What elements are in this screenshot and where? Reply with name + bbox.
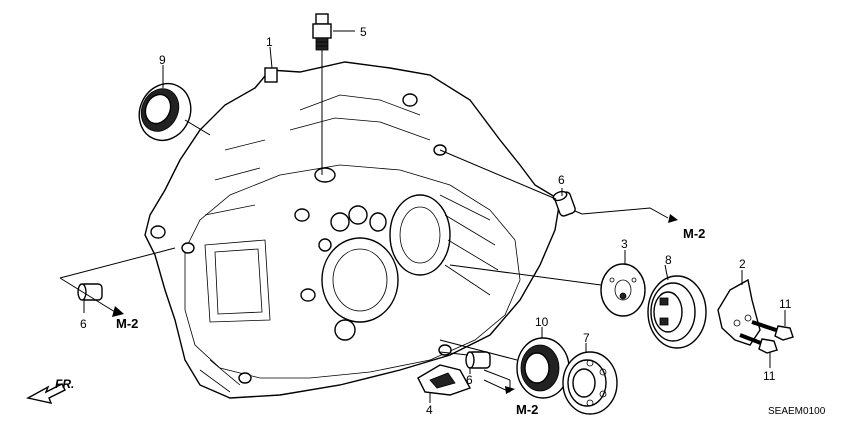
dowel-pin-upper — [552, 190, 576, 217]
ref-m2-upper: M-2 — [683, 226, 705, 241]
oil-guide-plate — [600, 263, 646, 317]
leader-lines — [59, 30, 786, 403]
callout-11-upper: 11 — [779, 297, 792, 311]
oil-seal-10 — [516, 337, 570, 399]
ref-arrows — [112, 214, 678, 394]
bearing-7 — [562, 351, 618, 415]
set-plate-2 — [717, 278, 761, 346]
dowel-pin-left — [77, 283, 103, 301]
diagram-code: SEAEM0100 — [768, 406, 826, 417]
bolt-11-upper — [751, 320, 794, 341]
callout-7: 7 — [583, 331, 590, 345]
callout-11-lower: 11 — [763, 369, 776, 383]
callout-6-left: 6 — [80, 317, 87, 331]
arrow-head-upper — [668, 214, 678, 223]
arrow-head-left — [112, 306, 124, 317]
callout-8: 8 — [665, 253, 672, 267]
callout-1: 1 — [266, 35, 273, 49]
callout-10: 10 — [535, 315, 549, 329]
callout-6-upper: 6 — [558, 173, 565, 187]
callout-3: 3 — [621, 237, 628, 251]
ref-m2-left: M-2 — [116, 316, 138, 331]
guide-plate-4 — [417, 364, 472, 396]
bearing-8 — [647, 275, 707, 349]
arrow-head-lower — [505, 386, 515, 394]
front-direction-label: FR. — [55, 377, 74, 391]
callout-6-lower: 6 — [466, 373, 473, 387]
front-direction-arrow: FR. — [26, 377, 74, 404]
dowel-pin-lower — [465, 351, 491, 369]
bolt-11-lower — [739, 333, 778, 354]
back-up-light-switch — [312, 13, 332, 51]
callout-5: 5 — [360, 25, 367, 39]
clutch-housing — [144, 61, 561, 399]
oil-seal-9 — [138, 82, 192, 142]
callout-2: 2 — [739, 257, 746, 271]
callout-9: 9 — [159, 53, 166, 67]
callout-4: 4 — [426, 403, 433, 417]
ref-m2-lower: M-2 — [516, 402, 538, 417]
